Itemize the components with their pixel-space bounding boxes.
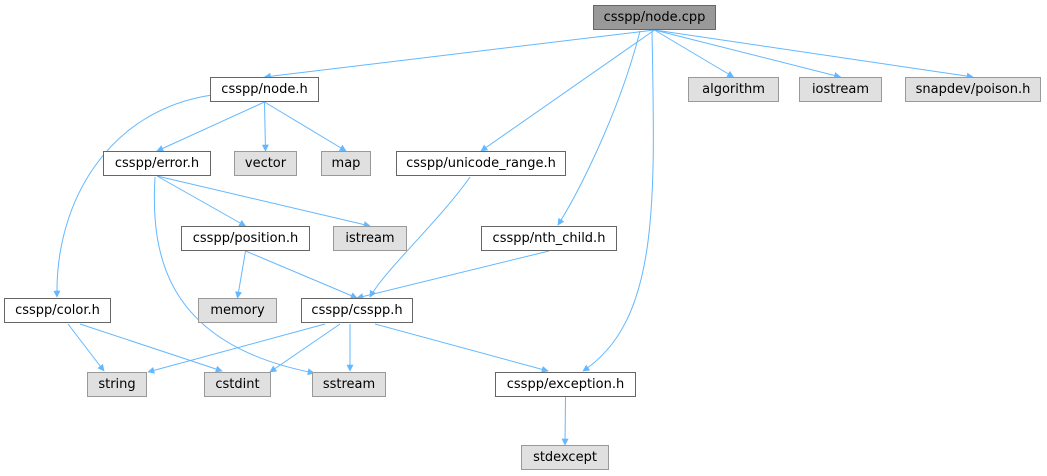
node-position-h[interactable]: csspp/position.h xyxy=(181,226,310,251)
node-node-h[interactable]: csspp/node.h xyxy=(210,77,319,102)
edge-node-h-to-vector xyxy=(261,101,269,152)
edge-node-cpp-to-iostream xyxy=(654,29,842,79)
edge-exception-h-to-stdexcept xyxy=(561,396,569,446)
node-sstream[interactable]: sstream xyxy=(312,372,386,397)
edge-csspp-h-to-cstdint xyxy=(269,323,341,373)
node-memory[interactable]: memory xyxy=(198,298,277,323)
edge-node-cpp-to-exception-h xyxy=(582,30,654,372)
node-iostream[interactable]: iostream xyxy=(799,77,882,102)
edge-error-h-to-position-h xyxy=(156,175,247,227)
edge-node-cpp-to-poison-h xyxy=(654,29,974,80)
node-vector[interactable]: vector xyxy=(234,151,297,176)
edge-unicode-range-h-to-csspp-h xyxy=(369,176,471,298)
edge-nth-child-h-to-csspp-h xyxy=(356,250,550,300)
edge-csspp-h-to-string xyxy=(147,323,326,374)
node-istream[interactable]: istream xyxy=(333,226,407,251)
node-map[interactable]: map xyxy=(321,151,371,176)
node-string[interactable]: string xyxy=(87,372,147,397)
edge-node-h-to-color-h xyxy=(53,94,213,298)
edge-node-cpp-to-algorithm xyxy=(654,29,735,78)
node-algorithm[interactable]: algorithm xyxy=(688,77,779,102)
edge-position-h-to-csspp-h xyxy=(245,250,358,299)
edge-error-h-to-istream xyxy=(156,175,371,228)
node-cstdint[interactable]: cstdint xyxy=(204,372,271,397)
node-color-h[interactable]: csspp/color.h xyxy=(4,298,111,323)
edge-error-h-to-sstream xyxy=(153,176,315,376)
node-nth-child-h[interactable]: csspp/nth_child.h xyxy=(481,226,617,251)
edge-color-h-to-string xyxy=(67,323,105,372)
edge-position-h-to-memory xyxy=(235,250,246,299)
edge-node-cpp-to-unicode-range-h xyxy=(480,29,655,152)
edge-color-h-to-cstdint xyxy=(79,323,223,373)
node-csspp-h[interactable]: csspp/csspp.h xyxy=(301,298,413,323)
node-stdexcept[interactable]: stdexcept xyxy=(521,445,609,470)
node-node-cpp[interactable]: csspp/node.cpp xyxy=(593,5,716,30)
edge-node-cpp-to-nth-child-h xyxy=(557,30,641,226)
edge-node-h-to-error-h xyxy=(156,101,265,152)
edge-node-h-to-map xyxy=(264,101,347,152)
node-exception-h[interactable]: csspp/exception.h xyxy=(495,372,636,397)
edge-csspp-h-to-exception-h xyxy=(374,323,549,373)
node-snapdev-poison-h[interactable]: snapdev/poison.h xyxy=(905,77,1041,102)
edge-node-cpp-to-node-h xyxy=(263,29,655,80)
node-unicode-range-h[interactable]: csspp/unicode_range.h xyxy=(396,151,566,176)
node-error-h[interactable]: csspp/error.h xyxy=(103,151,211,176)
